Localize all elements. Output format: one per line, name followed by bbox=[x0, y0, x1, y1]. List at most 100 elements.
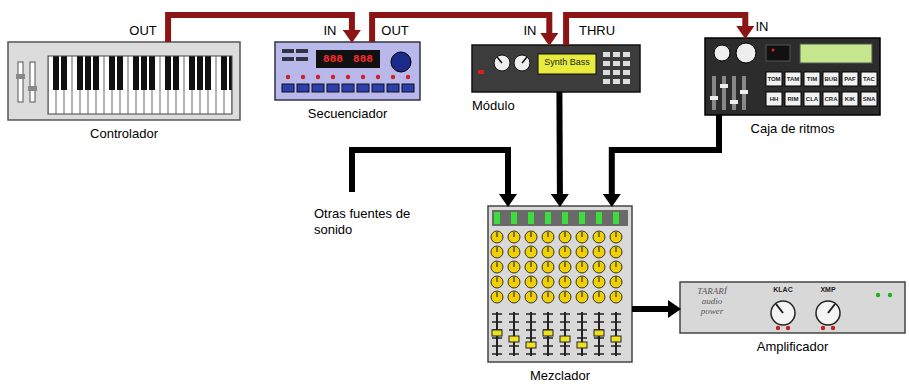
port-label: IN bbox=[756, 20, 769, 34]
fader-tick bbox=[526, 313, 536, 315]
mixer-knob bbox=[559, 276, 571, 288]
knob-pointer bbox=[530, 247, 531, 252]
mixer-knob bbox=[576, 261, 588, 273]
mixer-knob bbox=[593, 261, 605, 273]
knob-pointer bbox=[581, 247, 582, 252]
knob-pointer bbox=[547, 232, 548, 237]
knob-pointer bbox=[581, 262, 582, 267]
knob-pointer bbox=[615, 262, 616, 267]
knob-pointer bbox=[496, 292, 497, 297]
fader-slot bbox=[615, 312, 617, 356]
mixer-knob bbox=[610, 261, 622, 273]
sequencer bbox=[275, 42, 420, 100]
pad-label: TIM bbox=[807, 76, 817, 83]
knob-pointer bbox=[547, 292, 548, 297]
fader-tick bbox=[526, 321, 536, 323]
knob-pointer bbox=[530, 277, 531, 282]
mixer-knob bbox=[576, 291, 588, 303]
pad-label: HH bbox=[770, 96, 779, 103]
fader-tick bbox=[577, 353, 587, 355]
mixer-knob bbox=[508, 231, 520, 243]
device-caption: Amplificador bbox=[757, 339, 829, 354]
audio-cable bbox=[612, 115, 719, 194]
fader-tick bbox=[509, 329, 519, 331]
fader-tick bbox=[577, 321, 587, 323]
fader-tick bbox=[526, 329, 536, 331]
device: Mezclador bbox=[488, 206, 632, 362]
device: Secuenciador bbox=[275, 42, 420, 100]
knob-pointer bbox=[598, 262, 599, 267]
knob-pointer bbox=[547, 262, 548, 267]
port-label: IN bbox=[324, 24, 337, 38]
fader-tick bbox=[509, 321, 519, 323]
fader-tick bbox=[526, 337, 536, 339]
port-label: IN bbox=[524, 24, 537, 38]
level-meter bbox=[579, 212, 585, 224]
mixer-knob bbox=[542, 261, 554, 273]
audio-line bbox=[352, 150, 508, 194]
knob-pointer bbox=[615, 292, 616, 297]
knob-pointer bbox=[564, 232, 565, 237]
fader-tick bbox=[492, 337, 502, 339]
fader-tick bbox=[492, 313, 502, 315]
fader-tick bbox=[594, 353, 604, 355]
mixer-knob bbox=[491, 276, 503, 288]
fader-tick bbox=[577, 313, 587, 315]
fader-tick bbox=[526, 353, 536, 355]
fader-tick bbox=[543, 337, 553, 339]
knob-pointer bbox=[513, 292, 514, 297]
level-meter bbox=[511, 212, 517, 224]
level-meter bbox=[494, 212, 500, 224]
led-digits: 888 bbox=[353, 53, 373, 65]
fader-tick bbox=[560, 329, 570, 331]
mixer-knob bbox=[559, 261, 571, 273]
pad-label: TAC bbox=[863, 76, 875, 83]
port-label: OUT bbox=[129, 24, 156, 38]
knob-pointer bbox=[598, 232, 599, 237]
drum-machine bbox=[705, 38, 880, 115]
knob-pointer bbox=[564, 262, 565, 267]
audio-cable bbox=[632, 306, 668, 312]
mixer-knob bbox=[542, 276, 554, 288]
knob-pointer bbox=[513, 232, 514, 237]
fader-cap bbox=[577, 342, 587, 348]
fader-tick bbox=[509, 345, 519, 347]
pad-label: TOM bbox=[767, 76, 780, 83]
mixer-knob bbox=[593, 291, 605, 303]
fader-cap bbox=[492, 330, 502, 336]
brand-text: audio bbox=[702, 297, 723, 307]
level-meter bbox=[528, 212, 534, 224]
mixer-knob bbox=[525, 246, 537, 258]
brand-text: power bbox=[701, 307, 724, 317]
fader-slot bbox=[513, 312, 515, 356]
knob-pointer bbox=[547, 277, 548, 282]
knob-pointer bbox=[530, 262, 531, 267]
fader-tick bbox=[560, 345, 570, 347]
brand-text: TARARÍ bbox=[697, 287, 726, 297]
pad-label: CLA bbox=[806, 96, 818, 103]
fader-tick bbox=[611, 353, 621, 355]
fader-cap bbox=[543, 330, 553, 336]
sound-module bbox=[472, 45, 640, 92]
level-meter bbox=[562, 212, 568, 224]
fader-tick bbox=[594, 313, 604, 315]
knob-label: XMP bbox=[820, 286, 835, 294]
knob-pointer bbox=[598, 247, 599, 252]
fader-slot bbox=[530, 312, 532, 356]
mixer-knob bbox=[491, 246, 503, 258]
device-caption: Módulo bbox=[472, 98, 515, 113]
fader-tick bbox=[611, 313, 621, 315]
mixer-knob bbox=[593, 231, 605, 243]
knob-pointer bbox=[547, 247, 548, 252]
fader-tick bbox=[594, 337, 604, 339]
fader-tick bbox=[492, 345, 502, 347]
knob-pointer bbox=[581, 232, 582, 237]
fader-tick bbox=[594, 321, 604, 323]
pad-label: CRA bbox=[825, 96, 838, 103]
fader-tick bbox=[611, 345, 621, 347]
mixer bbox=[488, 206, 632, 362]
pad-label: BUB bbox=[825, 76, 838, 83]
fader-tick bbox=[543, 345, 553, 347]
